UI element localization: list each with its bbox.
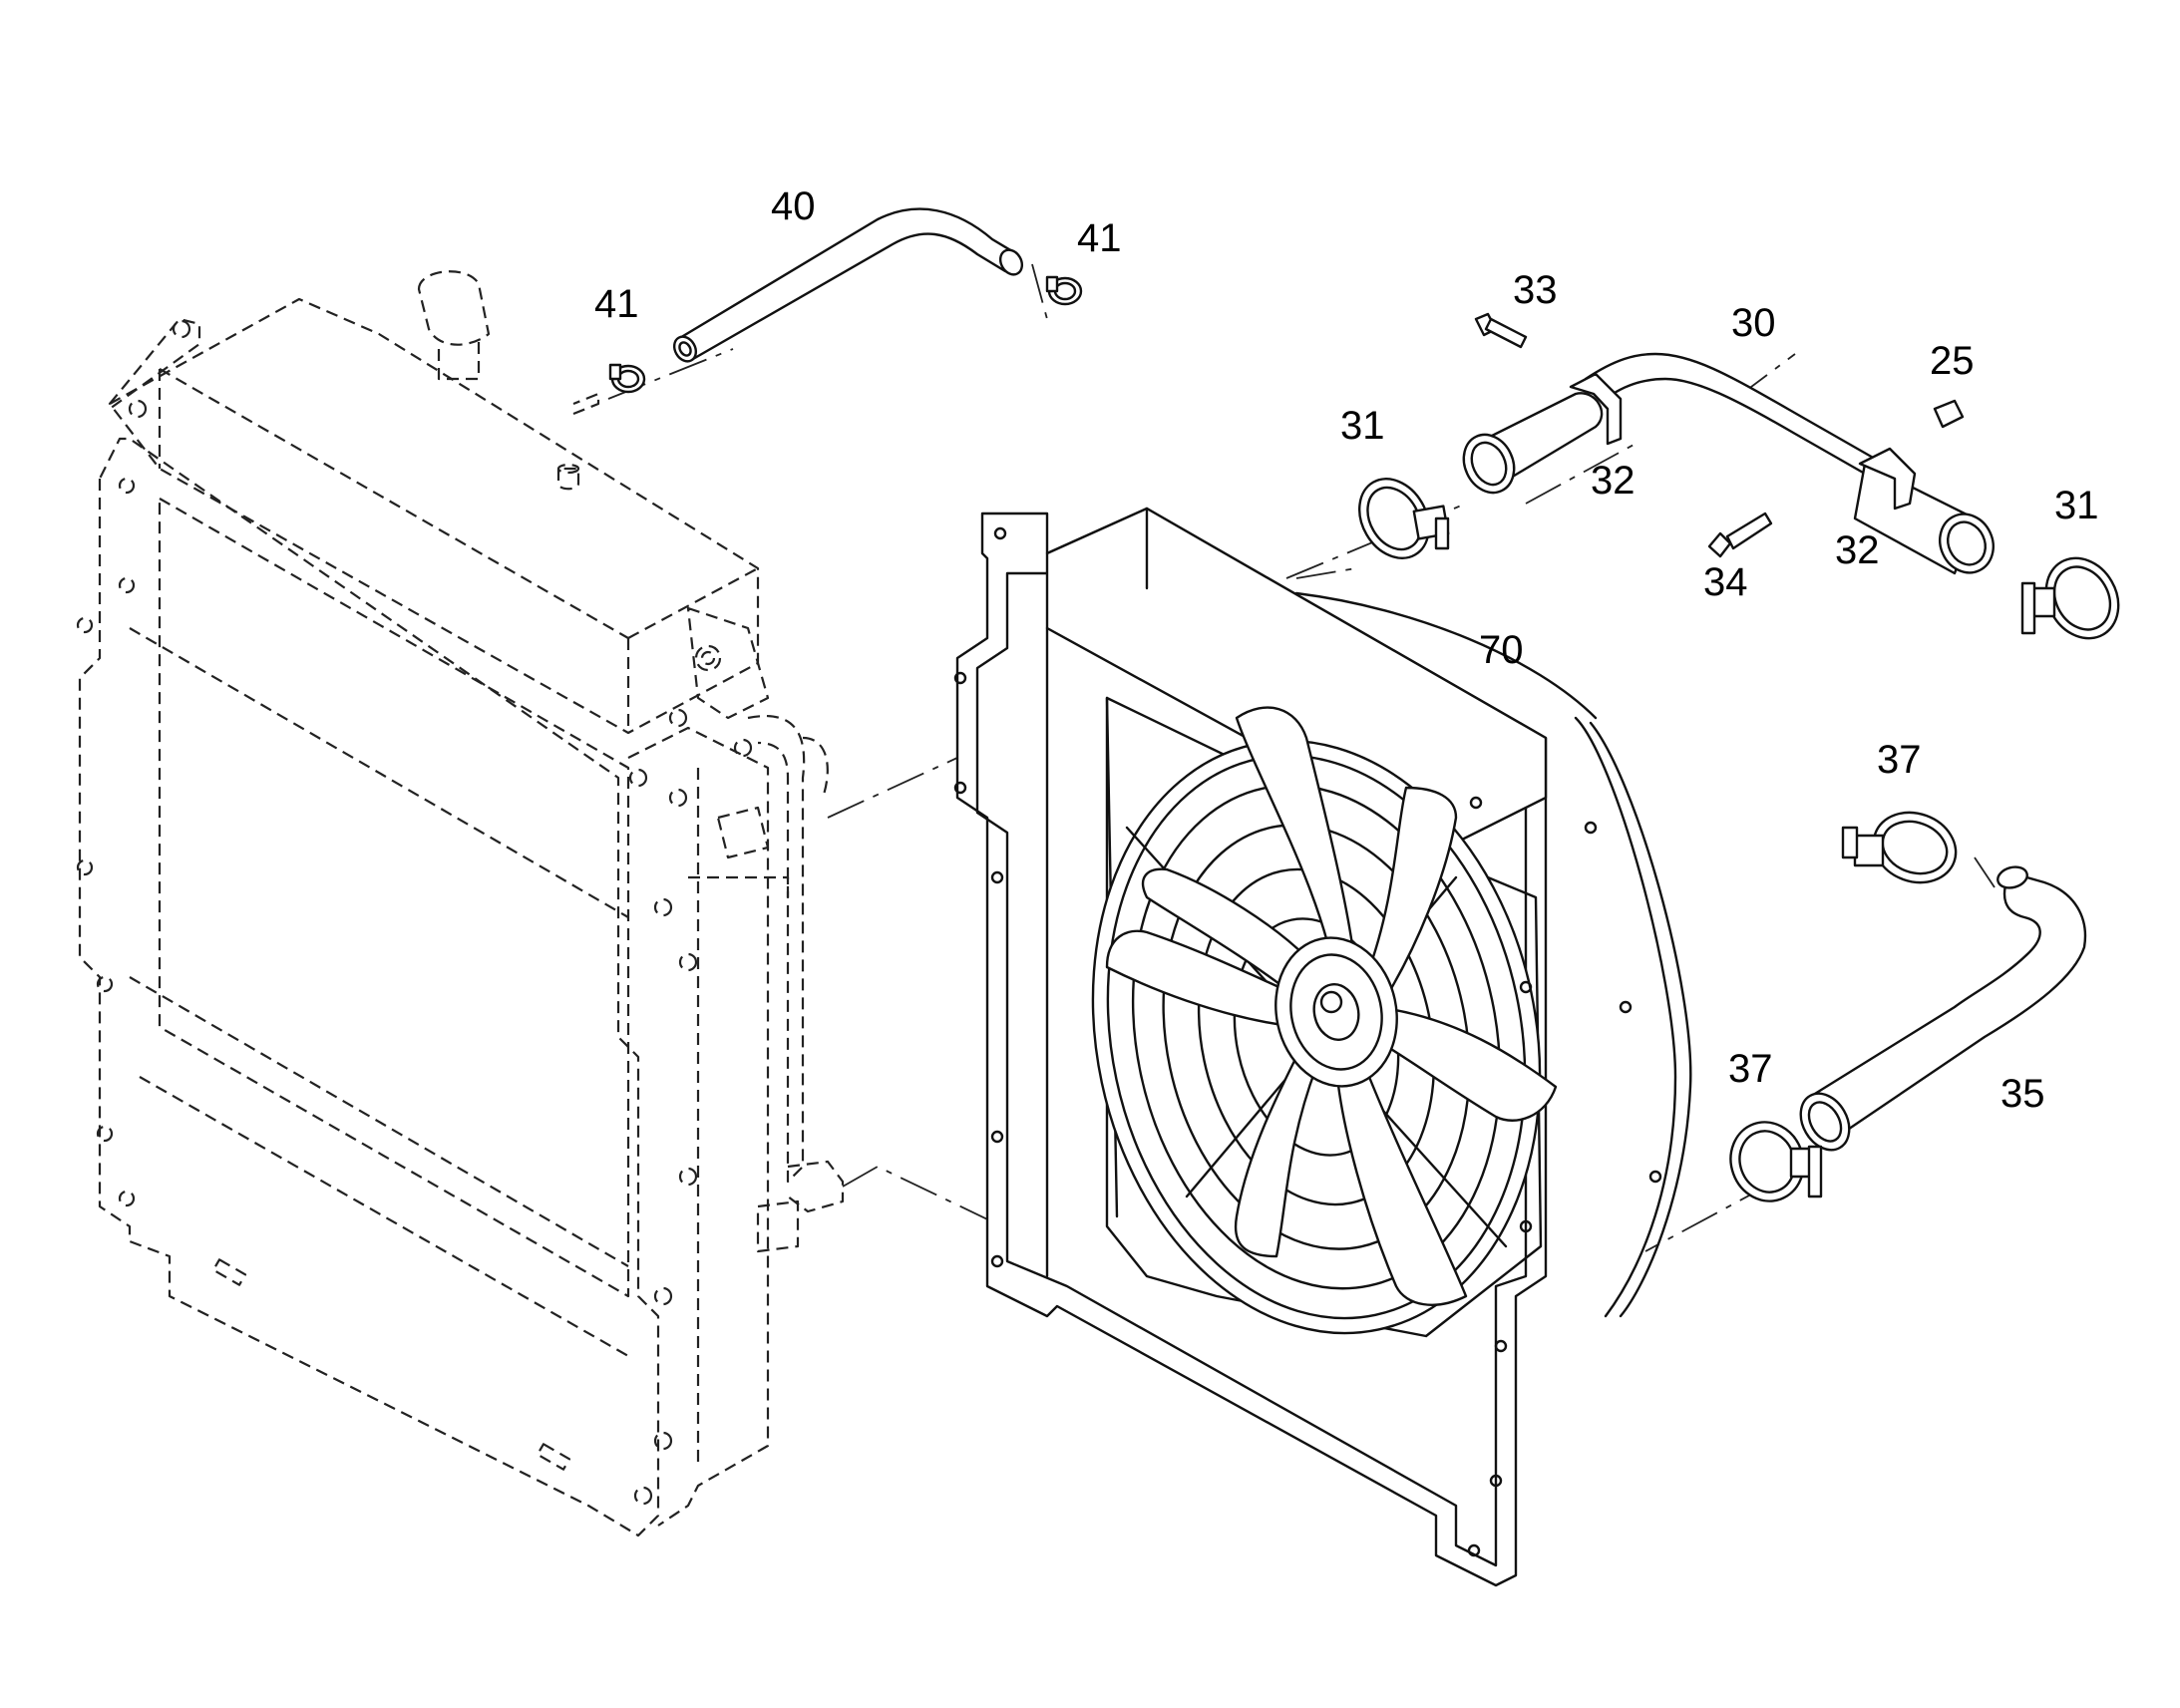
callout-41-right: 41 bbox=[1077, 216, 1122, 260]
bolt-34 bbox=[1707, 512, 1773, 558]
bolt-33 bbox=[1474, 312, 1528, 349]
callout-32-upper: 32 bbox=[1591, 459, 1635, 503]
callout-40: 40 bbox=[771, 184, 816, 228]
callout-31-left: 31 bbox=[1340, 404, 1385, 448]
callout-70: 70 bbox=[1479, 628, 1524, 672]
hose-clamp-31-right bbox=[2020, 556, 2120, 640]
callout-32-lower: 32 bbox=[1835, 528, 1880, 572]
hose-clamp-31-left bbox=[1358, 478, 1450, 559]
fan-shroud-assembly bbox=[953, 507, 1692, 1587]
callout-37-lower: 37 bbox=[1728, 1047, 1773, 1091]
callout-41-left: 41 bbox=[594, 282, 639, 326]
callout-34: 34 bbox=[1703, 560, 1748, 604]
nut-25 bbox=[1933, 399, 1965, 429]
callout-25: 25 bbox=[1930, 339, 1975, 383]
hose-clamp-41-left bbox=[608, 363, 646, 394]
radiator-assembly bbox=[76, 270, 845, 1537]
callout-labels: 40 41 41 33 30 25 31 32 31 34 32 70 37 3… bbox=[594, 184, 2099, 1116]
callout-35: 35 bbox=[2000, 1072, 2045, 1116]
hose-40-assembly bbox=[608, 207, 1083, 394]
hose-clamp-41-right bbox=[1045, 275, 1083, 306]
callout-37-upper: 37 bbox=[1877, 738, 1922, 782]
callout-30: 30 bbox=[1731, 301, 1776, 345]
callout-33: 33 bbox=[1513, 268, 1558, 312]
hose-clamp-37-upper bbox=[1841, 811, 1958, 884]
pipe-30-assembly bbox=[1358, 312, 2120, 640]
hose-clamp-37-lower bbox=[1729, 1121, 1823, 1202]
callout-31-right: 31 bbox=[2054, 484, 2099, 527]
hose-35-assembly bbox=[1729, 811, 2087, 1202]
